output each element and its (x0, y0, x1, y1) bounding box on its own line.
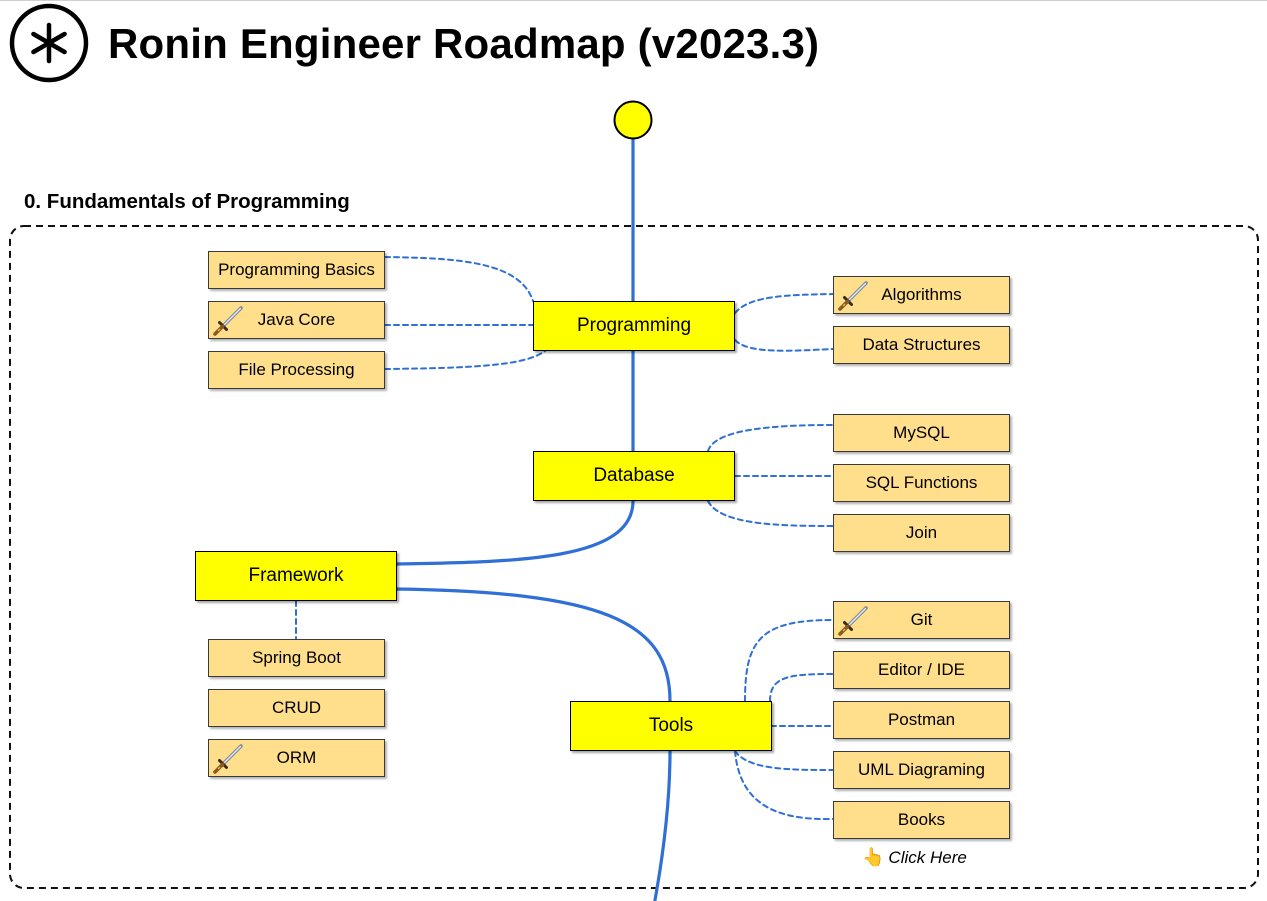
link-programming-basics (384, 256, 534, 302)
asterisk-logo-icon (9, 3, 89, 83)
subnode-label: Algorithms (881, 285, 962, 304)
subnode-orm[interactable]: ORM (208, 739, 385, 777)
subnode-postman[interactable]: Postman (833, 701, 1010, 739)
subnode-spring-boot[interactable]: Spring Boot (208, 639, 385, 677)
section-title: 0. Fundamentals of Programming (24, 190, 350, 213)
link-books (734, 750, 834, 821)
link-join (707, 500, 834, 527)
katana-icon (838, 606, 868, 636)
link-git (744, 619, 834, 702)
page-title: Ronin Engineer Roadmap (v2023.3) (108, 20, 820, 67)
subnode-join[interactable]: Join (833, 514, 1010, 552)
node-tools[interactable]: Tools (570, 701, 772, 751)
link-file-processing (384, 350, 546, 370)
node-tools-label: Tools (648, 715, 694, 736)
subnode-label: CRUD (271, 698, 322, 717)
subnode-java-core[interactable]: Java Core (208, 301, 385, 339)
katana-icon (213, 306, 243, 336)
katana-icon (213, 744, 243, 774)
link-editor-ide (769, 673, 834, 702)
link-data-structures (734, 339, 834, 352)
subnode-data-structures[interactable]: Data Structures (833, 326, 1010, 364)
section-boundary (9, 225, 1259, 889)
subnode-algorithms[interactable]: Algorithms (833, 276, 1010, 314)
top-border (0, 0, 1267, 1)
subnode-programming-basics[interactable]: Programming Basics (208, 251, 385, 289)
node-programming-label: Programming (576, 315, 692, 336)
subnode-editor-ide[interactable]: Editor / IDE (833, 651, 1010, 689)
click-here-label: Click Here (888, 848, 967, 867)
subnode-label: Java Core (257, 310, 336, 329)
pointing-hand-icon: 👆 (862, 847, 885, 867)
node-database-label: Database (593, 465, 675, 486)
link-mysql (707, 424, 834, 452)
subnode-uml-diagraming[interactable]: UML Diagraming (833, 751, 1010, 789)
subnode-label: SQL Functions (865, 473, 978, 492)
subnode-git[interactable]: Git (833, 601, 1010, 639)
subnode-label: Books (897, 810, 946, 829)
subnode-label: Programming Basics (218, 260, 375, 279)
subnode-sql-functions[interactable]: SQL Functions (833, 464, 1010, 502)
spine-tools-down (653, 749, 672, 901)
spine-database-to-framework (394, 499, 635, 566)
subnode-label: Join (905, 523, 938, 542)
subnode-label: Data Structures (862, 335, 981, 354)
node-programming[interactable]: Programming (533, 301, 735, 351)
subnode-label: MySQL (893, 423, 950, 442)
link-uml-diagraming (734, 750, 834, 771)
link-algorithms (734, 293, 834, 314)
subnode-mysql[interactable]: MySQL (833, 414, 1010, 452)
spine-framework-to-tools (394, 587, 672, 703)
subnode-label: Editor / IDE (878, 660, 965, 679)
subnode-label: Postman (887, 710, 956, 729)
subnode-crud[interactable]: CRUD (208, 689, 385, 727)
subnode-file-processing[interactable]: File Processing (208, 351, 385, 389)
subnode-label: Git (910, 610, 933, 629)
subnode-label: File Processing (238, 360, 355, 379)
subnode-label: Spring Boot (252, 648, 341, 667)
subnode-label: ORM (276, 748, 317, 767)
subnode-books[interactable]: Books (833, 801, 1010, 839)
katana-icon (838, 281, 868, 311)
node-database[interactable]: Database (533, 451, 735, 501)
node-framework-label: Framework (248, 565, 344, 586)
click-here-link[interactable]: 👆Click Here (862, 846, 967, 869)
subnode-label: UML Diagraming (858, 760, 985, 779)
node-framework[interactable]: Framework (195, 551, 397, 601)
start-dot (613, 100, 653, 140)
